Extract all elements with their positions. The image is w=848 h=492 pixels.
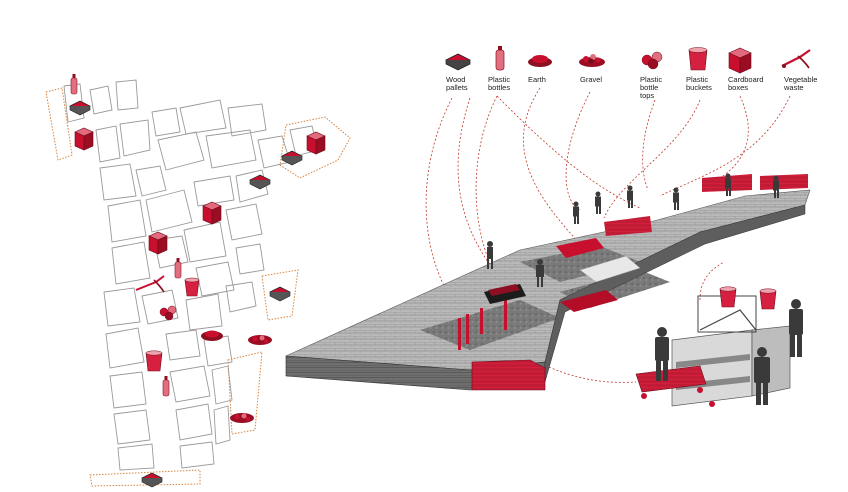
cart-wheel <box>697 387 703 393</box>
person-figure <box>754 347 770 405</box>
cart-wheel <box>641 393 647 399</box>
person-figure <box>573 201 579 224</box>
wood-pallet-icon <box>69 100 91 116</box>
plastic-bottle-icon <box>70 74 78 95</box>
planting-bed <box>420 300 560 350</box>
red-gravel-patch <box>556 238 604 258</box>
legend-label: Earth <box>528 75 546 84</box>
earth-pile-icon <box>201 330 223 341</box>
red-cart <box>635 365 707 393</box>
map-buildings <box>63 79 319 471</box>
legend-label: Cardboard <box>728 75 763 84</box>
connection-lines <box>425 87 791 383</box>
cardboard-box-icon <box>148 231 168 255</box>
legend-label: Plastic <box>686 75 708 84</box>
legend-item-gravel: Gravel <box>579 54 605 84</box>
person-figure <box>673 187 679 210</box>
vegetable-waste-icon <box>781 49 811 69</box>
street-map <box>45 74 351 488</box>
cardboard-box-icon <box>728 47 752 74</box>
map-markers <box>69 74 326 488</box>
legend-label: boxes <box>728 83 748 92</box>
person-figure <box>655 327 669 381</box>
wood-pallet-icon <box>445 53 471 71</box>
wood-pallet-icon <box>249 174 271 190</box>
red-pallet-stack <box>604 216 652 236</box>
cardboard-box-icon <box>202 201 222 225</box>
bucket-icon <box>688 47 708 71</box>
map-boundary <box>45 87 351 487</box>
plastic-bottle-icon <box>495 46 505 71</box>
person-figure <box>773 175 779 198</box>
bucket-icon <box>184 277 200 297</box>
legend-label: Plastic <box>640 75 662 84</box>
bucket-icon <box>719 286 737 308</box>
gravel-pile-icon <box>230 413 254 423</box>
wheelbarrow-load <box>488 284 520 296</box>
person-figure <box>725 173 731 196</box>
cardboard-box-icon <box>306 131 326 155</box>
red-pallet-block <box>471 359 546 391</box>
legend-label: waste <box>783 83 804 92</box>
wood-pallet-icon <box>269 286 291 302</box>
plastic-bottle-icon <box>162 376 170 397</box>
cardboard-box-icon <box>74 127 94 151</box>
white-tarp <box>579 255 641 283</box>
legend-item-earth: Earth <box>528 55 552 84</box>
bucket-icon <box>145 350 163 372</box>
wood-pallet-icon <box>141 472 163 488</box>
gravel-pile-icon <box>248 335 272 345</box>
wood-pallet-icon <box>281 150 303 166</box>
red-gravel-patch <box>560 290 618 312</box>
bottle-tops-icon <box>641 51 663 70</box>
stall-shelf <box>676 376 750 390</box>
person-figure <box>536 259 544 287</box>
bucket-icon <box>759 288 777 310</box>
legend-label: pallets <box>446 83 468 92</box>
plastic-bottle-icon <box>174 258 182 279</box>
legend-label: tops <box>640 91 654 100</box>
cart-wheel <box>709 401 715 407</box>
legend-label: Plastic <box>488 75 510 84</box>
market-platform <box>285 174 811 391</box>
planting-bed <box>520 246 640 282</box>
earth-pile-icon <box>528 55 552 67</box>
bottle-tops-icon <box>159 305 177 321</box>
red-posts <box>458 300 507 350</box>
red-pallet-stack <box>760 174 808 190</box>
legend-label: Vegetable <box>784 75 817 84</box>
person-figure <box>627 185 633 208</box>
legend-label: bottles <box>488 83 510 92</box>
vegetable-waste-icon <box>135 275 165 293</box>
legend-label: Wood <box>446 75 465 84</box>
person-figure <box>789 299 803 357</box>
market-stall <box>635 286 803 407</box>
legend-label: buckets <box>686 83 712 92</box>
person-figure <box>487 241 493 269</box>
people <box>487 173 779 287</box>
legend-label: Gravel <box>580 75 602 84</box>
person-figure <box>595 191 601 214</box>
gravel-pile-icon <box>579 54 605 67</box>
legend-label: bottle <box>640 83 658 92</box>
stall-shelf <box>676 354 750 368</box>
